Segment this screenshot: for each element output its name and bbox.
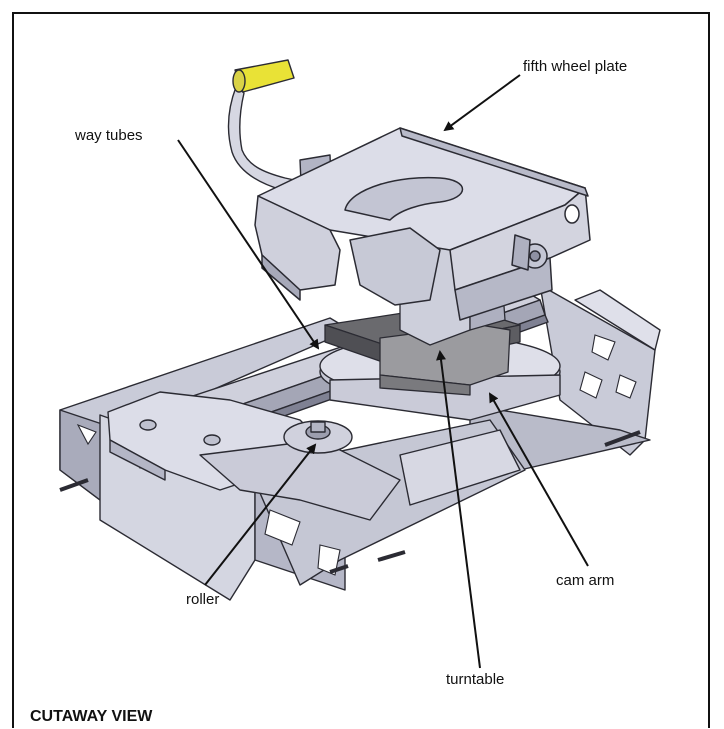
label-roller: roller	[186, 591, 220, 608]
leader-fifth-wheel-plate	[443, 74, 521, 132]
leader-lines	[177, 74, 589, 669]
roller-linkage	[107, 391, 401, 521]
figure-frame	[12, 12, 710, 728]
fifth-wheel-plate-shape	[254, 127, 591, 321]
figure-caption: CUTAWAY VIEW	[30, 708, 153, 725]
leader-way-tubes	[177, 139, 320, 350]
leader-cam-arm	[489, 392, 589, 567]
leader-turntable	[436, 350, 481, 669]
pins	[59, 430, 641, 574]
label-fifth-wheel-plate: fifth wheel plate	[523, 58, 628, 75]
label-cam-arm: cam arm	[556, 572, 615, 589]
label-turntable: turntable	[446, 671, 505, 688]
leader-roller	[204, 443, 317, 586]
label-way-tubes: way tubes	[75, 127, 143, 144]
